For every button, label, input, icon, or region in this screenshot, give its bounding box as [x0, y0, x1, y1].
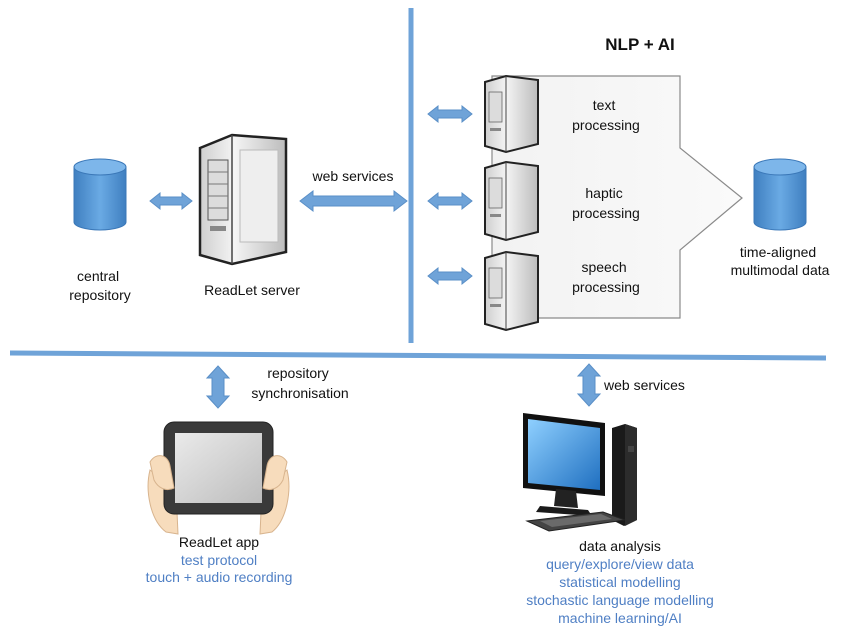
web-services-bottom-arrow: [576, 363, 602, 407]
database-icon: [73, 158, 127, 231]
data-analysis-title: data analysis: [579, 538, 661, 554]
time-aligned-line2: multimodal data: [731, 262, 830, 278]
processor-arrows: [427, 104, 473, 286]
server-nlp-arrow: [299, 189, 408, 213]
repo-server-arrow: [149, 191, 193, 211]
repo-sync-line2: synchronisation: [251, 385, 348, 401]
server-icon: [198, 133, 288, 266]
haptic-processing-line1: haptic: [585, 185, 622, 201]
readlet-app-title: ReadLet app: [179, 534, 259, 550]
haptic-processing-label: haptic processing: [572, 185, 640, 221]
data-analysis-item-2: statistical modelling: [559, 574, 680, 590]
text-processing-server-icon: [484, 74, 539, 154]
web-services-bottom-label: web services: [603, 377, 685, 393]
data-analysis-item-4: machine learning/AI: [558, 610, 682, 626]
horizontal-divider: [9, 350, 827, 361]
haptic-processing-line2: processing: [572, 205, 640, 221]
speech-processing-label: speech processing: [572, 259, 640, 295]
readlet-server-label: ReadLet server: [204, 282, 300, 298]
repo-sync-arrow: [205, 365, 231, 409]
multimodal-database-icon: [753, 158, 807, 231]
data-analysis-item-1: query/explore/view data: [546, 556, 694, 572]
speech-processing-line1: speech: [581, 259, 626, 275]
text-processing-line1: text: [593, 97, 616, 113]
repo-sync-line1: repository: [267, 365, 328, 381]
speech-processing-line2: processing: [572, 279, 640, 295]
text-processing-label: text processing: [572, 97, 640, 133]
speech-processing-server-icon: [484, 250, 539, 332]
data-analysis-item-3: stochastic language modelling: [526, 592, 714, 608]
web-services-top-label: web services: [312, 168, 394, 184]
readlet-app-item-1: test protocol: [181, 552, 257, 568]
text-processing-line2: processing: [572, 117, 640, 133]
time-aligned-line1: time-aligned: [740, 244, 816, 260]
nlp-ai-title: NLP + AI: [605, 35, 674, 54]
central-repository-label: central repository: [69, 268, 130, 303]
time-aligned-label: time-aligned multimodal data: [731, 244, 830, 278]
central-repository-line2: repository: [69, 287, 130, 303]
tablet-icon: [147, 421, 290, 535]
desktop-computer-icon: [523, 413, 637, 532]
haptic-processing-server-icon: [484, 160, 539, 242]
readlet-app-item-2: touch + audio recording: [146, 569, 293, 585]
central-repository-line1: central: [77, 268, 119, 284]
repo-sync-label: repository synchronisation: [251, 365, 348, 401]
